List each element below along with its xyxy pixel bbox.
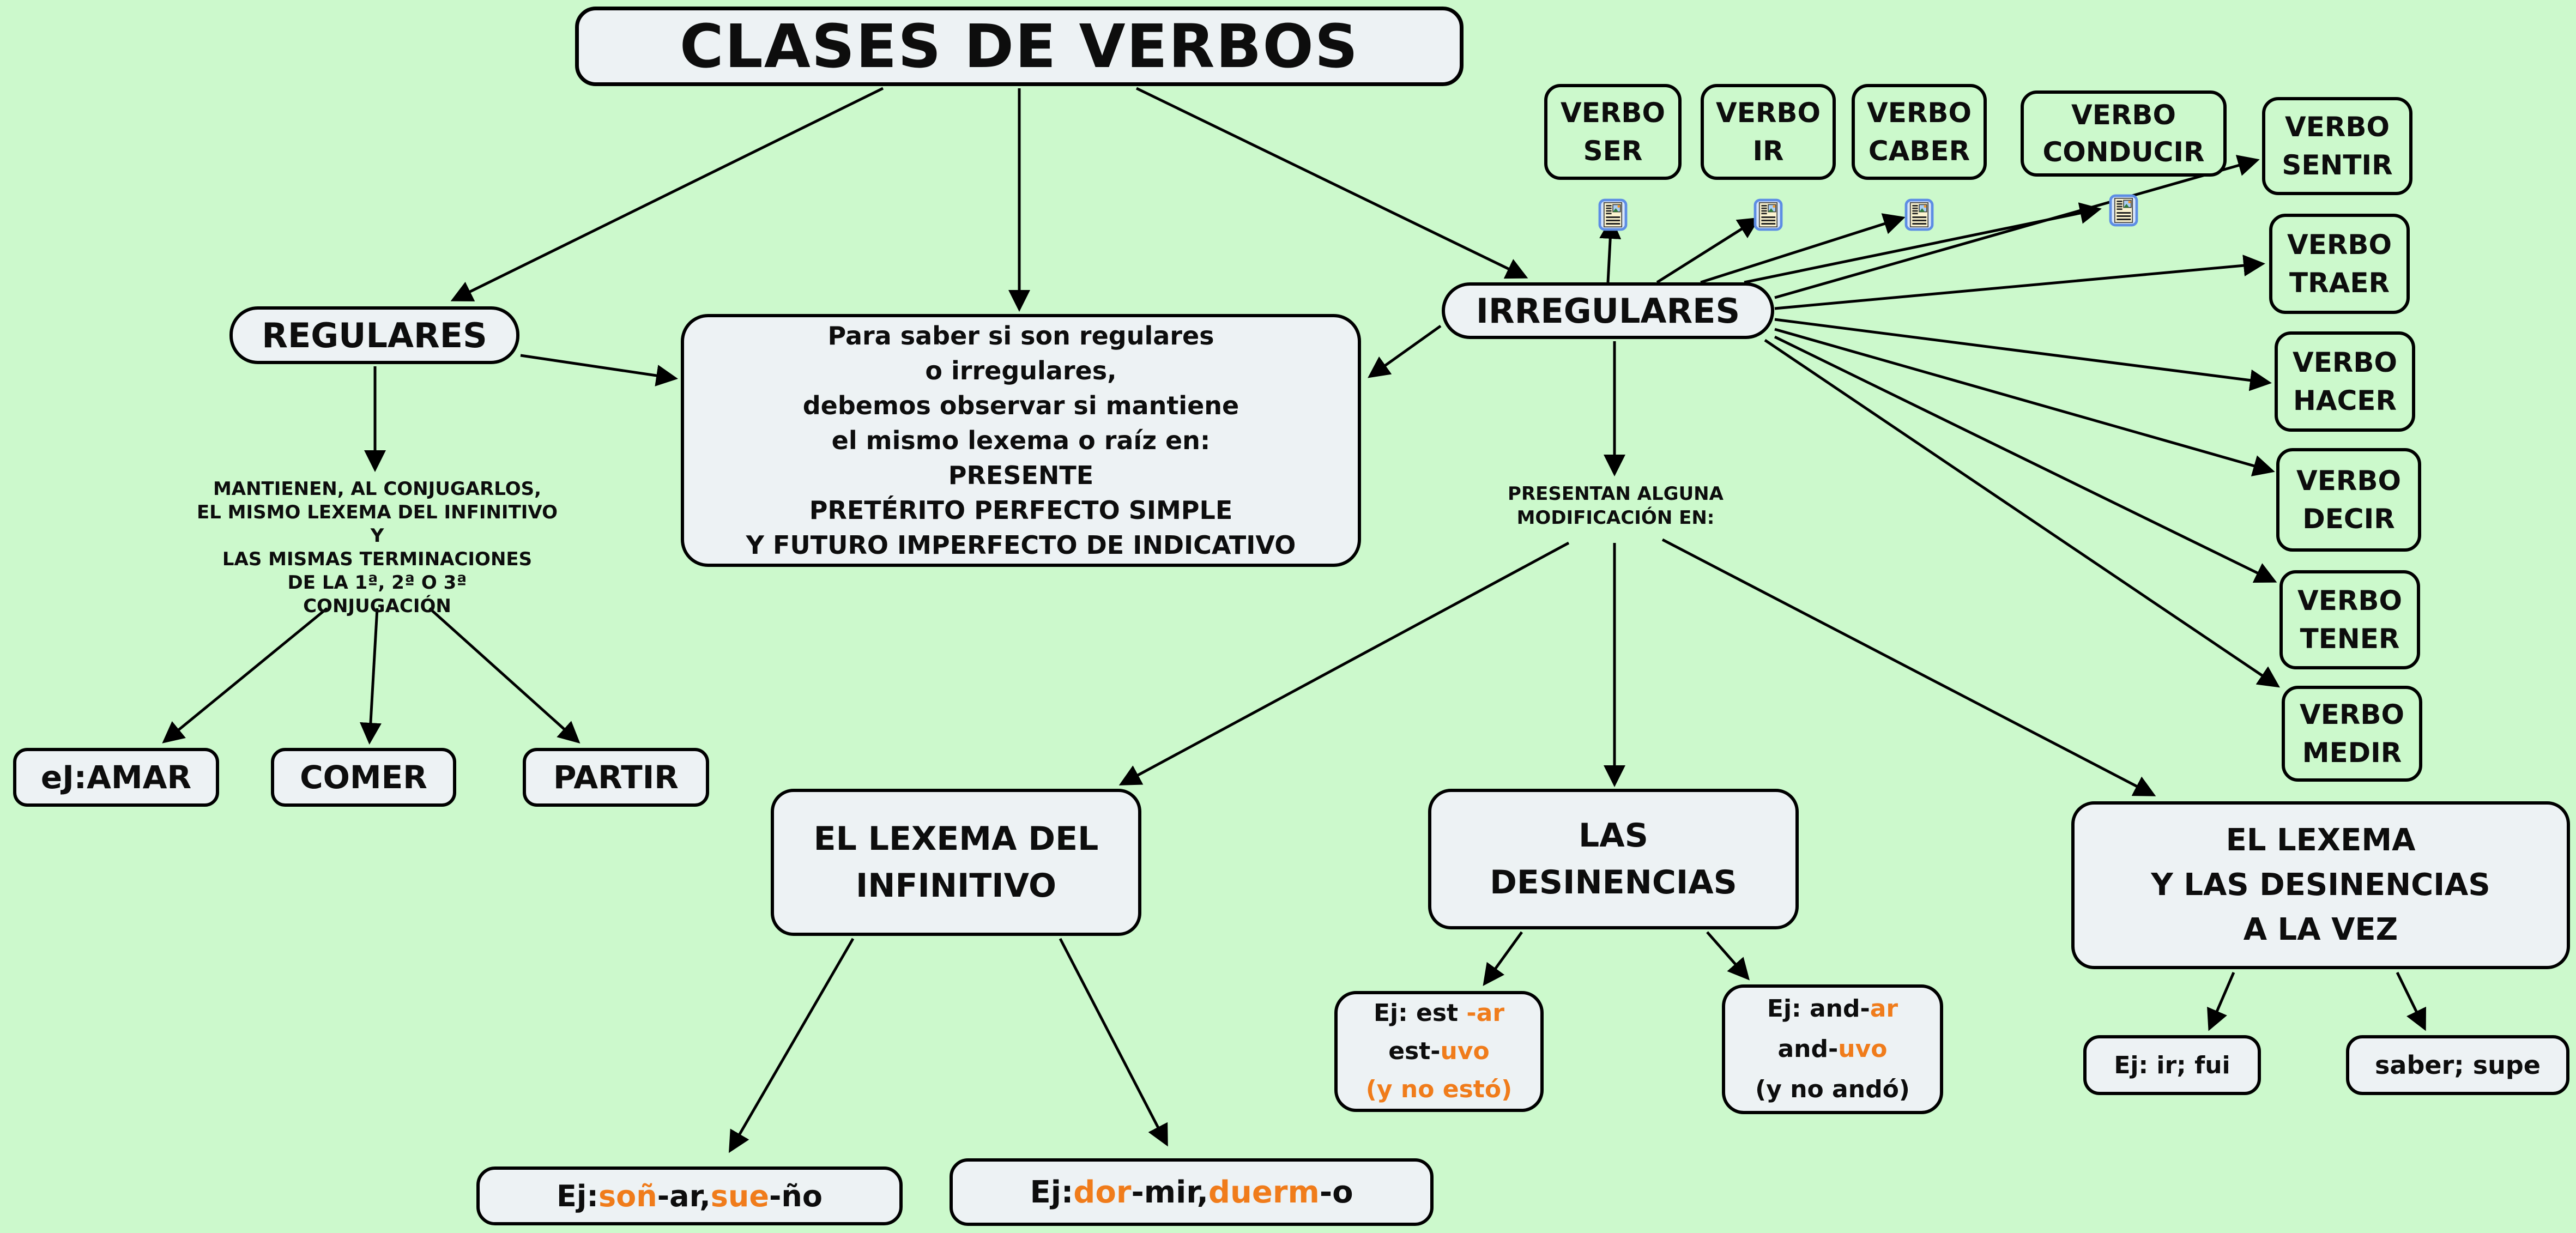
andar-line-1: Ej: and-ar	[1767, 995, 1898, 1023]
node-ej-amar[interactable]: eJ:AMAR	[13, 748, 219, 807]
verb-label: VERBO SER	[1561, 97, 1665, 167]
resource-document-icon-svg	[1598, 198, 1628, 231]
node-ej-sonar[interactable]: Ej: soñ-ar, sue-ño	[476, 1166, 903, 1225]
verb-label: VERBO CABER	[1867, 97, 1972, 167]
verb-label: VERBO MEDIR	[2300, 699, 2404, 769]
verb-label: VERBO TRAER	[2287, 229, 2392, 299]
node-comer[interactable]: COMER	[271, 748, 456, 807]
node-middle-note[interactable]: Para saber si son regulares o irregulare…	[681, 314, 1361, 567]
node-verbo-tener[interactable]: VERBO TENER	[2279, 570, 2420, 722]
verb-label: VERBO IR	[1716, 97, 1821, 167]
andar-line-2: and-uvo	[1777, 1035, 1888, 1063]
resource-document-icon[interactable]	[2109, 156, 2138, 227]
verb-label: VERBO CONDUCIR	[2042, 99, 2205, 168]
node-regulares[interactable]: REGULARES	[229, 306, 519, 364]
note-mantienen[interactable]: MANTIENEN, AL CONJUGARLOS, EL MISMO LEXE…	[196, 478, 558, 617]
node-verbo-medir[interactable]: VERBO MEDIR	[2282, 686, 2422, 835]
resource-document-icon[interactable]	[1904, 160, 1934, 231]
resource-document-icon[interactable]	[2330, 413, 2360, 485]
node-verbo-traer[interactable]: VERBO TRAER	[2269, 214, 2410, 367]
node-verbo-ser[interactable]: VERBO SER	[1544, 84, 1682, 231]
resource-document-icon[interactable]	[1598, 160, 1628, 231]
node-verbo-decir[interactable]: VERBO DECIR	[2276, 448, 2421, 605]
resource-document-icon-svg	[2109, 194, 2138, 227]
estar-line-2: est-uvo	[1388, 1037, 1490, 1065]
resource-document-icon[interactable]	[2337, 763, 2367, 835]
map-title[interactable]: CLASES DE VERBOS	[575, 7, 1464, 86]
node-verbo-conducir[interactable]: VERBO CONDUCIR	[2021, 90, 2227, 227]
resource-document-icon-svg	[1753, 198, 1783, 231]
resource-document-icon[interactable]	[2323, 177, 2352, 248]
verb-label: VERBO HACER	[2293, 347, 2397, 416]
verb-label: VERBO TENER	[2297, 585, 2402, 655]
resource-document-icon[interactable]	[2335, 651, 2365, 722]
node-verbo-ir[interactable]: VERBO IR	[1701, 84, 1836, 231]
node-ej-ir-fui[interactable]: Ej: ir; fui	[2083, 1035, 2261, 1095]
node-ej-dormir[interactable]: Ej: dor-mir, duerm-o	[950, 1158, 1434, 1226]
node-desinencias[interactable]: LAS DESINENCIAS	[1428, 789, 1799, 929]
estar-line-1: Ej: est -ar	[1373, 999, 1505, 1027]
resource-document-icon[interactable]	[2325, 295, 2354, 367]
resource-document-icon-svg	[1904, 198, 1934, 231]
resource-document-icon[interactable]	[1753, 160, 1783, 231]
node-verbo-sentir[interactable]: VERBO SENTIR	[2262, 97, 2412, 248]
node-ej-andar[interactable]: Ej: and-ar and-uvo (y no andó)	[1722, 984, 1943, 1114]
note-presentan[interactable]: PRESENTAN ALGUNA MODIFICACIÓN EN:	[1508, 483, 1724, 529]
node-saber-supe[interactable]: saber; supe	[2346, 1035, 2569, 1095]
node-verbo-caber[interactable]: VERBO CABER	[1852, 84, 1987, 231]
verb-label: VERBO DECIR	[2296, 465, 2401, 535]
estar-line-3: (y no estó)	[1365, 1075, 1513, 1103]
node-partir[interactable]: PARTIR	[523, 748, 709, 807]
node-irregulares[interactable]: IRREGULARES	[1442, 282, 1774, 339]
resource-document-icon[interactable]	[2334, 533, 2363, 605]
verb-label: VERBO SENTIR	[2282, 111, 2393, 181]
andar-line-3: (y no andó)	[1755, 1075, 1910, 1103]
node-verbo-hacer[interactable]: VERBO HACER	[2275, 331, 2415, 485]
node-ej-estar[interactable]: Ej: est -ar est-uvo (y no estó)	[1334, 991, 1544, 1112]
node-lexema-infinitivo[interactable]: EL LEXEMA DEL INFINITIVO	[771, 789, 1141, 936]
node-lexema-desinencias[interactable]: EL LEXEMA Y LAS DESINENCIAS A LA VEZ	[2071, 801, 2570, 969]
